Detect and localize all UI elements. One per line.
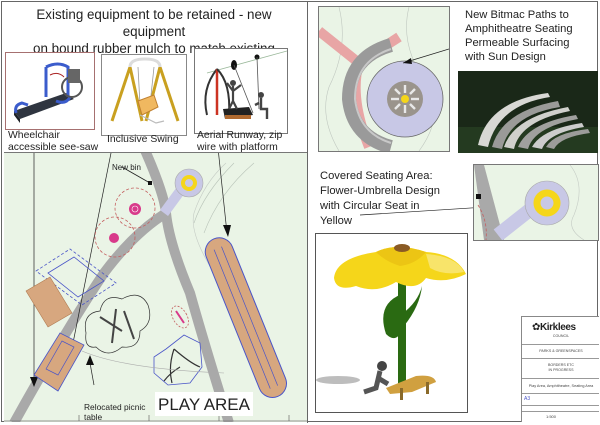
amphitheatre-plan <box>318 6 450 152</box>
caption-runway-line-2: wire with platform <box>197 142 278 153</box>
covered-line-3: with Circular Seat in <box>320 200 420 212</box>
seating-area-plan <box>473 164 599 241</box>
title-block-divider <box>522 378 599 379</box>
flower-umbrella-render <box>315 233 468 413</box>
covered-line-2: Flower-Umbrella Design <box>320 185 440 197</box>
amphitheatre-note: New Bitmac Paths to Amphitheatre Seating… <box>465 8 599 64</box>
amphitheatre-line-3: Permeable Surfacing <box>465 37 570 49</box>
council-logo-text: Kirklees <box>539 322 576 333</box>
council-logo-icon: ✿ <box>532 322 540 333</box>
title-block-divider <box>522 358 599 359</box>
photo-see-saw <box>5 52 95 130</box>
council-logo: ✿Kirklees <box>532 322 576 333</box>
caption-runway-line-1: Aerial Runway, zip <box>197 130 283 141</box>
drawing-scale: 1:500 <box>546 414 557 419</box>
amphitheatre-photo <box>458 71 598 153</box>
title-block-divider <box>522 405 599 406</box>
title-block: ✿Kirklees COUNCIL PARKS & GREENSPACES BO… <box>521 316 599 422</box>
amphitheatre-line-4: with Sun Design <box>465 51 546 63</box>
seating-area-plan-drawing <box>474 165 585 240</box>
sheet-size: A3 <box>524 396 531 402</box>
covered-line-1: Covered Seating Area: <box>320 170 433 182</box>
project-line-1: BORDERS ETC <box>548 363 574 367</box>
covered-seating-note: Covered Seating Area: Flower-Umbrella De… <box>320 169 470 229</box>
caption-swing-line-1: Inclusive Swing <box>107 134 179 145</box>
caption-see-saw-line-1: Wheelchair <box>8 130 60 141</box>
picnic-label-line-2: table <box>84 412 103 422</box>
play-area-plan-drawing <box>4 153 307 422</box>
caption-aerial-runway: Aerial Runway, zip wire with platform <box>197 130 282 154</box>
title-block-divider <box>522 344 599 345</box>
panel-divider <box>307 1 308 423</box>
title-block-divider <box>522 411 599 412</box>
drawing-title: Play Area, Amphitheatre, Seating Area <box>528 384 594 388</box>
play-area-plan: New bin Relocated picnic table <box>4 152 307 422</box>
caption-see-saw: Wheelchair accessible see-saw <box>8 130 98 154</box>
zip-wire-illustration <box>195 49 287 133</box>
flower-umbrella-illustration <box>316 234 467 412</box>
amphitheatre-line-2: Amphitheatre Seating <box>465 23 573 35</box>
caption-inclusive-swing: Inclusive Swing <box>107 134 179 146</box>
relocated-picnic-label: Relocated picnic table <box>84 402 145 422</box>
project-line-2: IN PROGRESS <box>548 368 574 372</box>
caption-see-saw-line-2: accessible see-saw <box>8 142 99 153</box>
amphitheatre-line-1: New Bitmac Paths to <box>465 9 569 21</box>
new-bin-label: New bin <box>112 163 141 172</box>
swing-illustration <box>102 55 186 135</box>
see-saw-illustration <box>6 53 94 129</box>
amphitheatre-plan-drawing <box>319 7 449 151</box>
department-name: PARKS & GREENSPACES <box>539 349 583 353</box>
title-block-divider <box>522 393 599 394</box>
council-logo-sub: COUNCIL <box>552 334 570 338</box>
covered-line-4: Yellow <box>320 215 352 227</box>
picnic-label-line-1: Relocated picnic <box>84 402 146 412</box>
amphitheatre-photo-image <box>458 71 598 153</box>
play-area-title: PLAY AREA <box>155 392 253 416</box>
photo-inclusive-swing <box>101 54 187 136</box>
photo-aerial-runway <box>194 48 288 134</box>
header-line-1: Existing equipment to be retained - new … <box>36 7 272 39</box>
